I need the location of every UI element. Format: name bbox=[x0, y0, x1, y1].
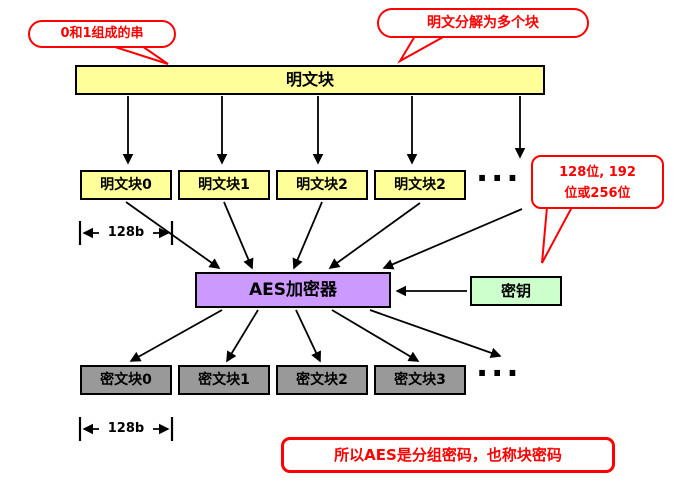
callout-tail-key-size bbox=[541, 206, 574, 264]
fanout-arrows bbox=[122, 96, 526, 165]
callout-tail-bit-string bbox=[111, 45, 169, 65]
callout-conclusion: 所以AES是分组密码，也称块密码 bbox=[281, 437, 615, 473]
callout-key-size-line2: 位或256位 bbox=[564, 186, 631, 201]
measure-bottom-label: 128b bbox=[99, 420, 153, 438]
key-box: 密钥 bbox=[470, 276, 562, 306]
callout-tail-split bbox=[397, 35, 449, 64]
ciphertext-block-1: 密文块1 bbox=[178, 365, 270, 395]
plaintext-block-3: 明文块2 bbox=[374, 170, 466, 200]
converge-arrows bbox=[125, 201, 523, 270]
diverge-arrows bbox=[129, 309, 502, 363]
callout-bit-string: 0和1组成的串 bbox=[28, 20, 176, 48]
plaintext-bar: 明文块 bbox=[75, 65, 545, 95]
callout-key-size-line1: 128位, 192 bbox=[559, 165, 636, 180]
plaintext-block-2: 明文块2 bbox=[276, 170, 368, 200]
ciphertext-block-0: 密文块0 bbox=[80, 365, 172, 395]
plaintext-block-1: 明文块1 bbox=[178, 170, 270, 200]
ellipsis-ciphertext: ... bbox=[476, 346, 522, 384]
plaintext-block-0: 明文块0 bbox=[80, 170, 172, 200]
ciphertext-block-3: 密文块3 bbox=[374, 365, 466, 395]
ellipsis-plaintext: ... bbox=[476, 151, 522, 189]
callout-split-into-blocks: 明文分解为多个块 bbox=[377, 8, 589, 38]
ciphertext-block-2: 密文块2 bbox=[276, 365, 368, 395]
measure-top-label: 128b bbox=[99, 224, 153, 242]
aes-encryptor-box: AES加密器 bbox=[195, 272, 391, 308]
callout-key-size: 128位, 192 位或256位 bbox=[531, 155, 664, 209]
